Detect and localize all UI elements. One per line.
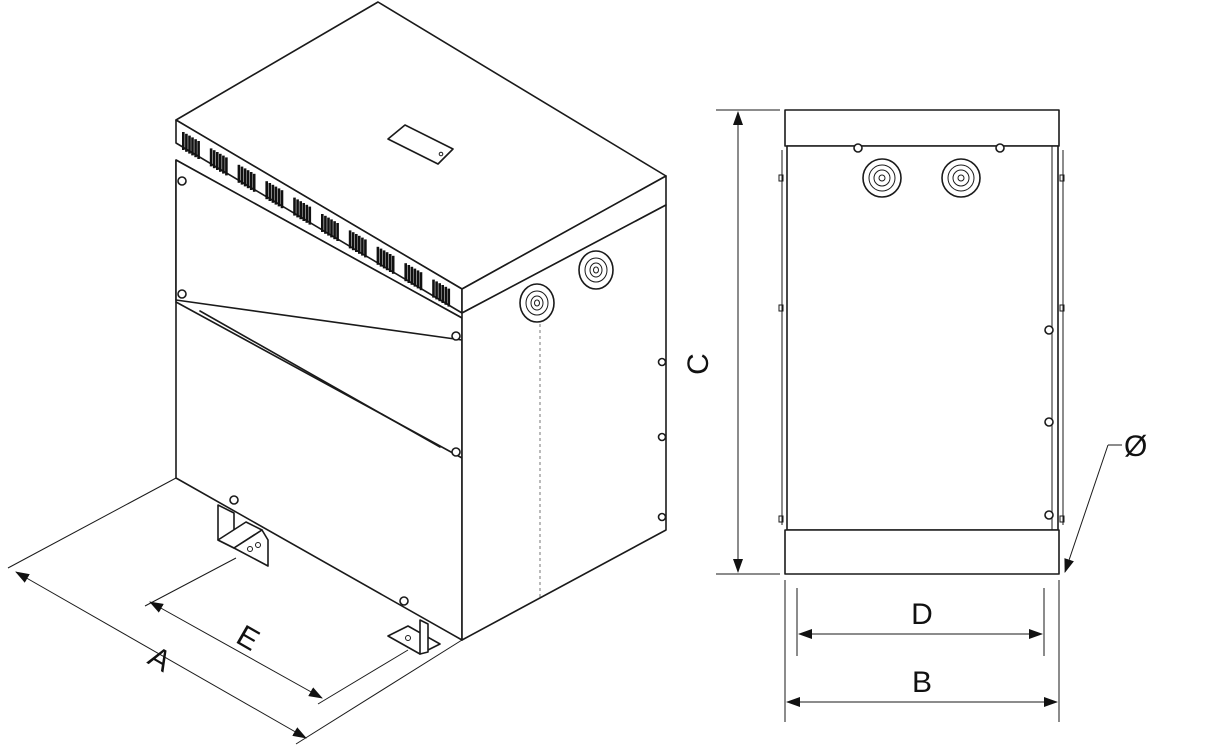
front-view-base (784, 529, 1060, 575)
dimension-label-d: D (911, 598, 933, 631)
dimension-label-b: B (912, 666, 932, 699)
mounting-foot-right (387, 619, 441, 655)
front-view-lid (784, 109, 1060, 147)
dimension-b: B (784, 580, 1060, 722)
dimension-label-c: C (682, 353, 715, 375)
front-panel-seam-upper (175, 299, 463, 341)
isometric-view: A E (7, 1, 667, 745)
inspection-plate (387, 124, 454, 165)
dimension-d: D (796, 588, 1045, 656)
front-view: C D B Ø (682, 109, 1147, 722)
cable-gland-1 (519, 283, 555, 323)
front-panel-seam (175, 301, 463, 459)
body-screws (177, 176, 667, 606)
plate-screw (438, 151, 444, 157)
front-view-screws (778, 143, 1065, 523)
dimension-label-e: E (231, 619, 265, 658)
side-panel (461, 204, 667, 641)
dimension-label-a: A (143, 640, 177, 679)
front-ventilation-slots (182, 132, 451, 307)
diameter-callout: Ø (1064, 430, 1147, 573)
mounting-foot-left (217, 504, 269, 567)
front-view-body (786, 145, 1059, 531)
dimension-label-diameter: Ø (1124, 430, 1147, 463)
front-view-gland-1 (862, 158, 902, 198)
front-view-gland-2 (941, 158, 981, 198)
cable-gland-2 (578, 250, 614, 290)
dimension-c: C (682, 109, 780, 575)
